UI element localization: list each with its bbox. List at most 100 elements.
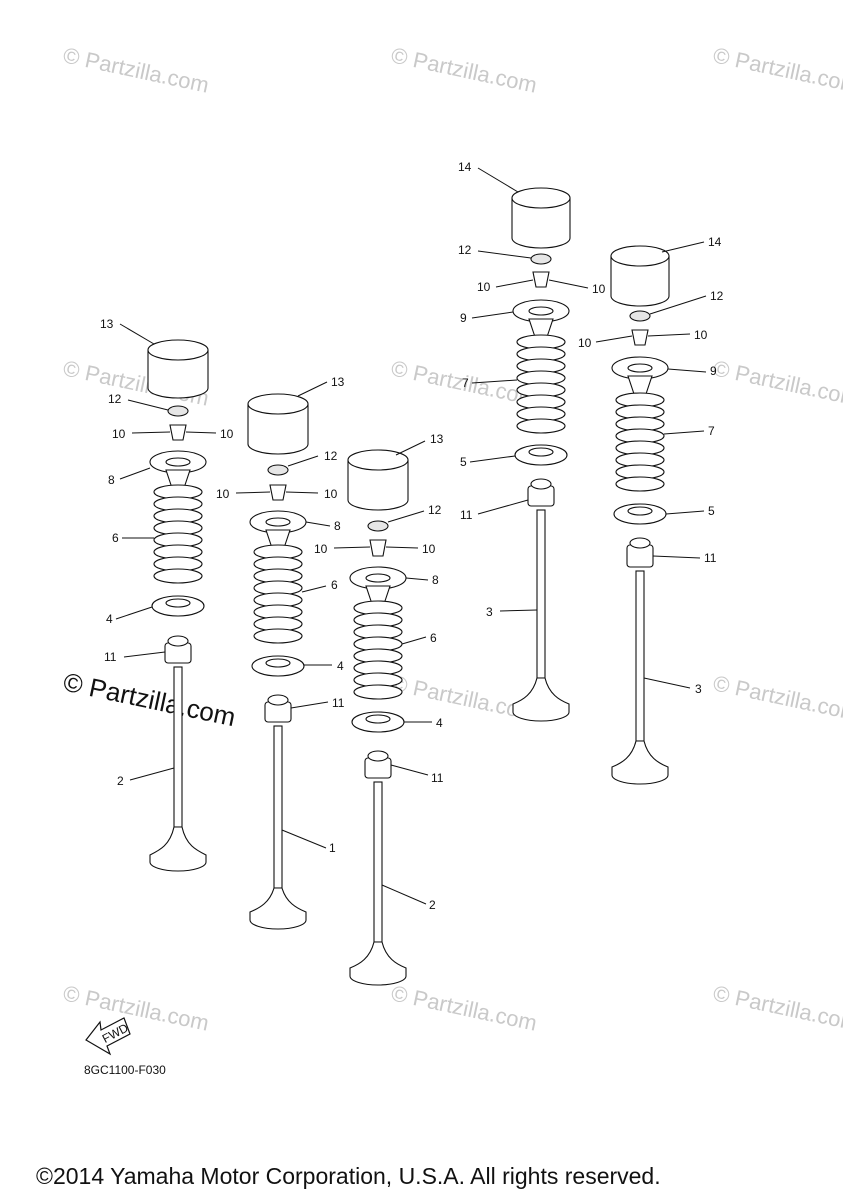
callout-12: 12 (428, 503, 442, 517)
valve-lifter-top (247, 393, 309, 415)
valve-spring (153, 484, 203, 584)
callout-11: 11 (704, 551, 717, 565)
valve-spring (253, 544, 303, 644)
callout-11: 11 (104, 650, 117, 664)
spring-seat-hole (265, 658, 291, 668)
valve-assembly-b (247, 393, 309, 930)
valve-lifter-top (347, 449, 409, 471)
callout-10: 10 (314, 542, 328, 556)
callout-2: 2 (429, 898, 436, 912)
callout-11: 11 (460, 508, 473, 522)
valve-lifter (347, 460, 409, 511)
callout-6: 6 (331, 578, 338, 592)
valve-lifter-top (511, 187, 571, 209)
valve-stem (173, 666, 183, 828)
adjusting-pad (367, 520, 389, 532)
adjusting-pad (267, 464, 289, 476)
valve-lifter-top (610, 245, 670, 267)
callout-13: 13 (331, 375, 345, 389)
spring-seat-hole (165, 598, 191, 608)
valve-lifter-top (147, 339, 209, 361)
valve-head (149, 826, 207, 872)
spring-retainer-cone (528, 318, 554, 338)
callout-1: 1 (329, 841, 336, 855)
callout-10: 10 (112, 427, 126, 441)
valve-cotter (631, 329, 649, 346)
watermark: © Partzilla.com (61, 980, 211, 1035)
callout-10: 10 (477, 280, 491, 294)
watermark: © Partzilla.com (711, 355, 843, 410)
valve-lifter (511, 198, 571, 249)
callout-10: 10 (220, 427, 234, 441)
valve-stem (536, 509, 546, 679)
valve-spring (615, 392, 665, 492)
watermark: © Partzilla.com (711, 42, 843, 97)
valve-head (349, 941, 407, 986)
callout-10: 10 (216, 487, 230, 501)
callout-8: 8 (432, 573, 439, 587)
callout-4: 4 (106, 612, 113, 626)
callout-9: 9 (460, 311, 467, 325)
callout-5: 5 (460, 455, 467, 469)
valve-stem-seal-top (367, 750, 389, 762)
watermark: © Partzilla.com (389, 980, 539, 1035)
valve-stem-seal-top (267, 694, 289, 706)
adjusting-pad (629, 310, 651, 322)
watermark: © Partzilla.com (389, 670, 539, 725)
adjusting-pad (167, 405, 189, 417)
valve-stem (373, 781, 383, 943)
callout-2: 2 (117, 774, 124, 788)
callout-12: 12 (108, 392, 122, 406)
callout-12: 12 (458, 243, 472, 257)
spring-retainer-hole (265, 517, 291, 527)
valve-stem (635, 570, 645, 742)
watermark: © Partzilla.com (61, 42, 211, 97)
callout-14: 14 (708, 235, 722, 249)
valve-stem-seal-top (530, 478, 552, 490)
callout-11: 11 (431, 771, 444, 785)
copyright: ©2014 Yamaha Motor Corporation, U.S.A. A… (36, 1163, 661, 1189)
watermark: © Partzilla.com (711, 670, 843, 725)
valve-spring (353, 600, 403, 700)
valve-assembly-e (610, 245, 670, 785)
valve-spring (516, 334, 566, 434)
callout-10: 10 (592, 282, 606, 296)
diagram-code: 8GC1100-F030 (84, 1063, 166, 1077)
callout-10: 10 (324, 487, 338, 501)
callout-13: 13 (430, 432, 444, 446)
valve-cotter (532, 271, 550, 288)
callout-12: 12 (710, 289, 724, 303)
callout-3: 3 (695, 682, 702, 696)
callout-6: 6 (112, 531, 119, 545)
spring-retainer-hole (365, 573, 391, 583)
callout-14: 14 (458, 160, 472, 174)
valve-stem-seal-top (167, 635, 189, 647)
fwd-arrow: FWD (85, 1017, 131, 1056)
valve-lifter (147, 350, 209, 399)
callout-13: 13 (100, 317, 114, 331)
callout-11: 11 (332, 696, 345, 710)
valve-lifter (610, 256, 670, 307)
spring-seat-hole (528, 447, 554, 457)
spring-seat-hole (365, 714, 391, 724)
callout-3: 3 (486, 605, 493, 619)
leader-lines (115, 167, 707, 905)
valve-head (611, 740, 669, 785)
watermark: © Partzilla.com (711, 980, 843, 1035)
callout-9: 9 (710, 364, 717, 378)
spring-retainer-cone (627, 375, 653, 395)
valve-cotter (369, 539, 387, 557)
spring-seat-hole (627, 506, 653, 516)
callout-5: 5 (708, 504, 715, 518)
callout-6: 6 (430, 631, 437, 645)
valve-head (249, 887, 307, 930)
callout-12: 12 (324, 449, 338, 463)
callout-10: 10 (422, 542, 436, 556)
valve-cotter (269, 484, 287, 501)
spring-retainer-hole (627, 363, 653, 373)
valve-assembly-d (511, 187, 571, 722)
callouts: 13 12 10 10 8 6 4 11 2 13 12 10 10 8 6 4… (100, 160, 724, 912)
callout-8: 8 (334, 519, 341, 533)
valve-cotter (169, 424, 187, 441)
